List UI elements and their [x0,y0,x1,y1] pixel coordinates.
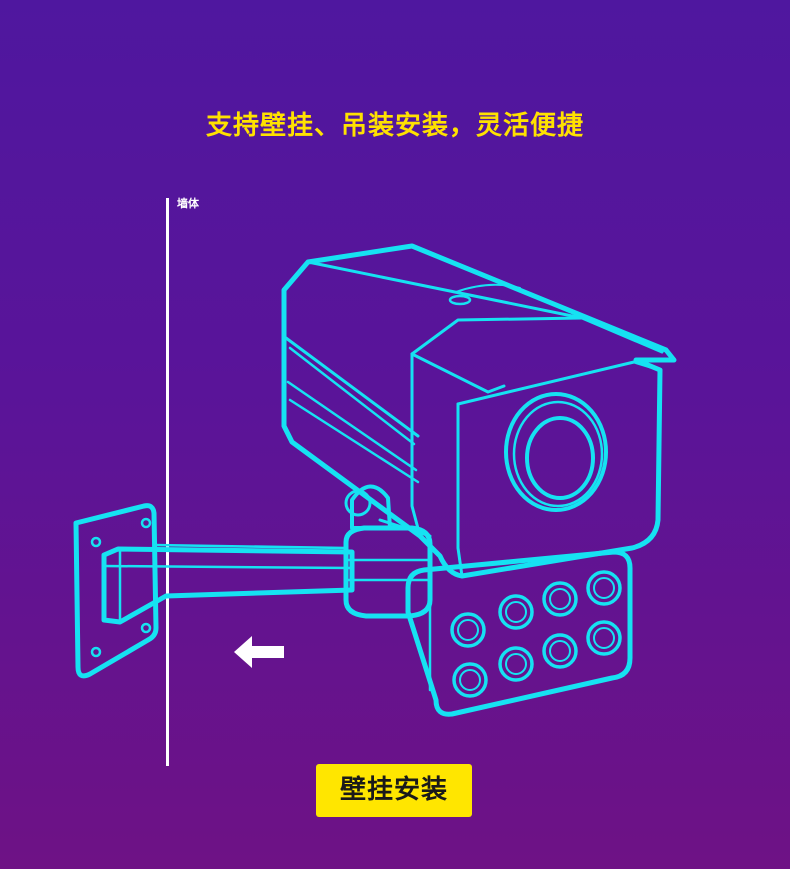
left-arrow-icon [234,636,284,668]
camera-body [281,243,677,579]
wall-line [166,198,169,766]
install-badge: 壁挂安装 [316,764,472,817]
headline: 支持壁挂、吊装安装，灵活便捷 [205,111,584,141]
ir-led-panel [405,549,633,717]
rotating-joint [343,484,433,619]
camera-lens [504,392,608,512]
mounting-arm [101,543,355,625]
wall-mount-plate [73,503,159,679]
wall-label: 墙体 [177,197,199,210]
